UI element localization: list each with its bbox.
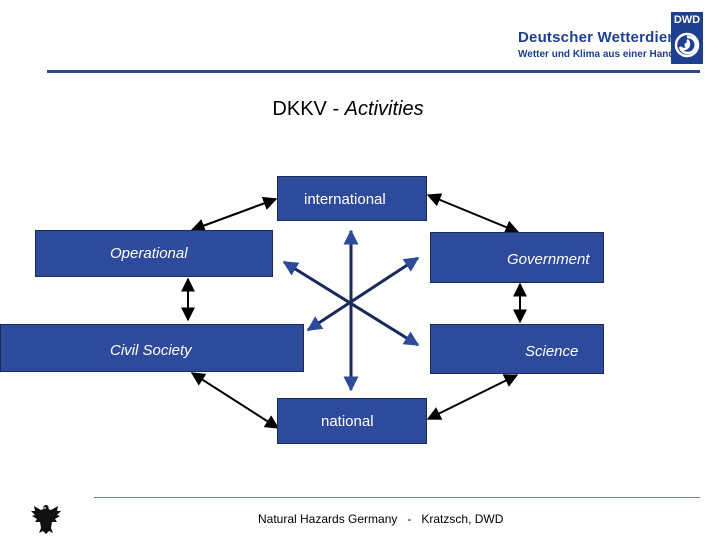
connector-civil-society-national [190,372,280,429]
logo-subtitle: Wetter und Klima aus einer Hand [518,49,675,60]
logo-abbreviation: DWD [673,14,701,26]
label-national: national [321,413,374,430]
footer-text: Natural Hazards Germany - Kratzsch, DWD [258,512,504,526]
federal-eagle-icon [31,505,61,534]
dwd-logo: DWD [671,12,703,64]
label-civil-society: Civil Society [110,342,192,359]
node-national [277,398,427,444]
node-international [277,176,427,221]
swirl-icon [674,32,700,58]
connector-international-operational [190,196,278,233]
label-operational: Operational [110,245,188,262]
label-science: Science [525,343,579,360]
node-government [430,232,604,283]
node-civil-society [0,324,304,372]
header-rule [47,70,700,73]
connector-science-national [426,374,519,420]
connector-international-government [426,193,520,234]
logo-title: Deutscher Wetterdienst [518,29,691,46]
node-operational [35,230,273,277]
node-science [430,324,604,374]
label-international: international [304,191,386,208]
label-government: Government [507,251,590,268]
dwd-logo-text: Deutscher Wetterdienst Wetter und Klima … [518,30,691,60]
cross-arrow-diagonal-up [306,256,420,332]
page-title: DKKV - Activities [0,98,696,121]
footer-rule [94,497,700,498]
title-emphasis: Activities [344,98,424,120]
title-main: DKKV - [272,98,345,120]
